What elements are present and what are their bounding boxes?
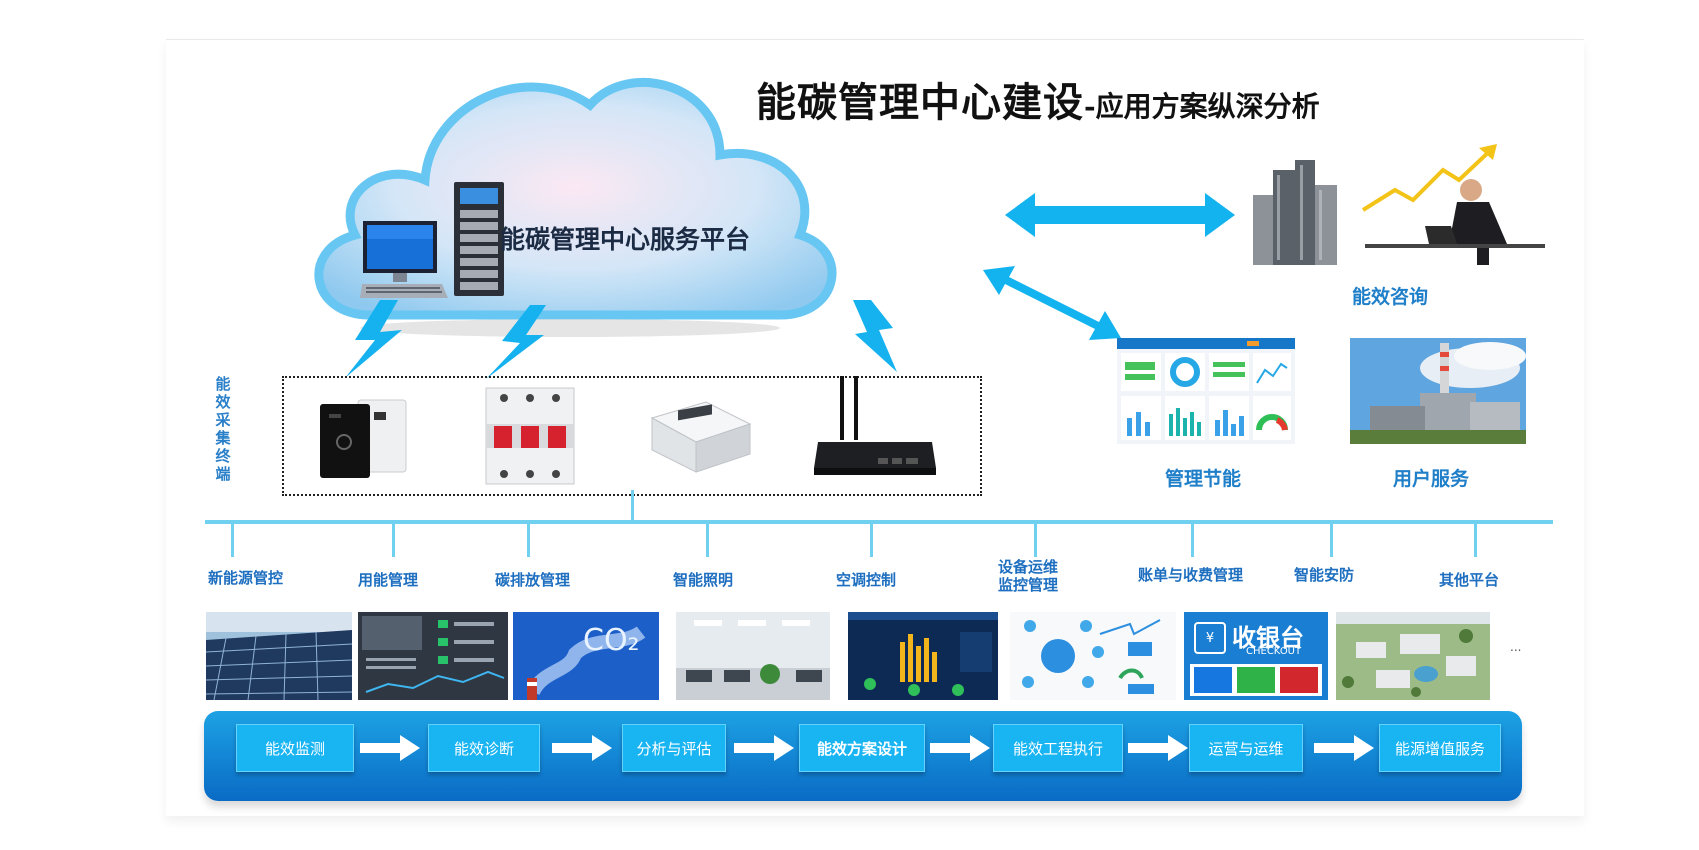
bus-tick	[1034, 522, 1037, 557]
arrow-right-icon	[930, 735, 990, 761]
bus-tick	[1191, 522, 1194, 557]
double-arrow-icon	[1005, 193, 1235, 237]
bus-connector	[631, 490, 634, 522]
category-equipment: 设备运维 监控管理	[998, 558, 1059, 594]
arrow-right-icon	[360, 735, 420, 761]
checkout-sub: CHECKOUT	[1246, 646, 1302, 657]
arrow-right-icon	[1314, 735, 1374, 761]
cloud-icon	[314, 77, 837, 337]
energy-use-dashboard-image	[358, 612, 508, 700]
lightning-icon	[486, 305, 546, 379]
category-new-energy: 新能源管控	[208, 569, 284, 587]
equipment-maintenance-diagram	[1010, 612, 1176, 700]
solar-panels-image	[206, 612, 352, 700]
bus-tick	[870, 522, 873, 557]
unionpay-icon	[1280, 667, 1318, 693]
bus-tick	[1474, 522, 1477, 557]
bus-tick	[1330, 522, 1333, 557]
double-arrow-icon	[983, 266, 1121, 340]
arrow-right-icon	[552, 735, 612, 761]
step-value-added: 能源增值服务	[1379, 724, 1501, 772]
bus-tick	[527, 522, 530, 557]
bus-tick	[392, 522, 395, 557]
arrow-right-icon	[1128, 735, 1188, 761]
category-lighting: 智能照明	[673, 571, 734, 589]
hvac-dashboard-image	[848, 612, 998, 700]
computer-icon	[360, 221, 448, 298]
carbon-emission-image: CO₂	[513, 612, 659, 700]
checkout-title: 收银台	[1232, 624, 1304, 652]
payment-options	[1190, 664, 1322, 696]
more-indicator: ...	[1510, 640, 1522, 654]
category-billing: 账单与收费管理	[1138, 566, 1244, 584]
terminal-label: 能效采集终端	[215, 375, 231, 483]
step-diagnosis: 能效诊断	[428, 724, 540, 772]
category-energy-use: 用能管理	[358, 571, 419, 589]
dashboard-screenshot	[1117, 338, 1295, 444]
category-hvac: 空调控制	[836, 571, 897, 589]
step-design: 能效方案设计	[799, 724, 925, 772]
category-other: 其他平台	[1439, 571, 1500, 589]
platform-label: 能碳管理中心服务平台	[500, 225, 751, 254]
lightning-icon	[853, 300, 897, 372]
buildings-businessman-image	[1253, 144, 1545, 265]
yen-icon: ¥	[1194, 622, 1226, 654]
checkout-header: ¥ 收银台 CHECKOUT	[1190, 618, 1322, 660]
service-management-label: 管理节能	[1165, 468, 1242, 490]
gateway-router-device	[814, 376, 936, 475]
title-sub: -应用方案纵深分析	[1084, 90, 1320, 123]
circuit-breaker-device	[485, 387, 575, 485]
bus-tick	[231, 522, 234, 557]
smart-lighting-image	[676, 612, 830, 700]
bus-tick	[706, 522, 709, 557]
step-execution: 能效工程执行	[993, 724, 1123, 772]
checkout-image: ¥ 收银台 CHECKOUT	[1184, 612, 1328, 700]
lightning-icon	[345, 300, 402, 378]
power-plant-image	[1350, 338, 1526, 444]
arrow-right-icon	[734, 735, 794, 761]
service-user-label: 用户服务	[1393, 468, 1470, 490]
title-main: 能碳管理中心建设	[756, 79, 1084, 126]
category-security: 智能安防	[1294, 566, 1355, 584]
page-title: 能碳管理中心建设-应用方案纵深分析	[756, 70, 1320, 128]
smart-panel-device	[320, 399, 407, 478]
step-analysis: 分析与评估	[622, 724, 726, 772]
energy-meter-device	[650, 401, 752, 473]
bus-line	[205, 520, 1553, 524]
step-operation: 运营与运维	[1189, 724, 1303, 772]
category-carbon: 碳排放管理	[495, 571, 571, 589]
server-icon	[454, 182, 504, 296]
alipay-icon	[1194, 667, 1232, 693]
co2-text: CO₂	[583, 623, 640, 658]
campus-aerial-image	[1336, 612, 1490, 700]
wechat-pay-icon	[1237, 667, 1275, 693]
service-consulting-label: 能效咨询	[1352, 286, 1429, 308]
step-monitoring: 能效监测	[236, 724, 354, 772]
